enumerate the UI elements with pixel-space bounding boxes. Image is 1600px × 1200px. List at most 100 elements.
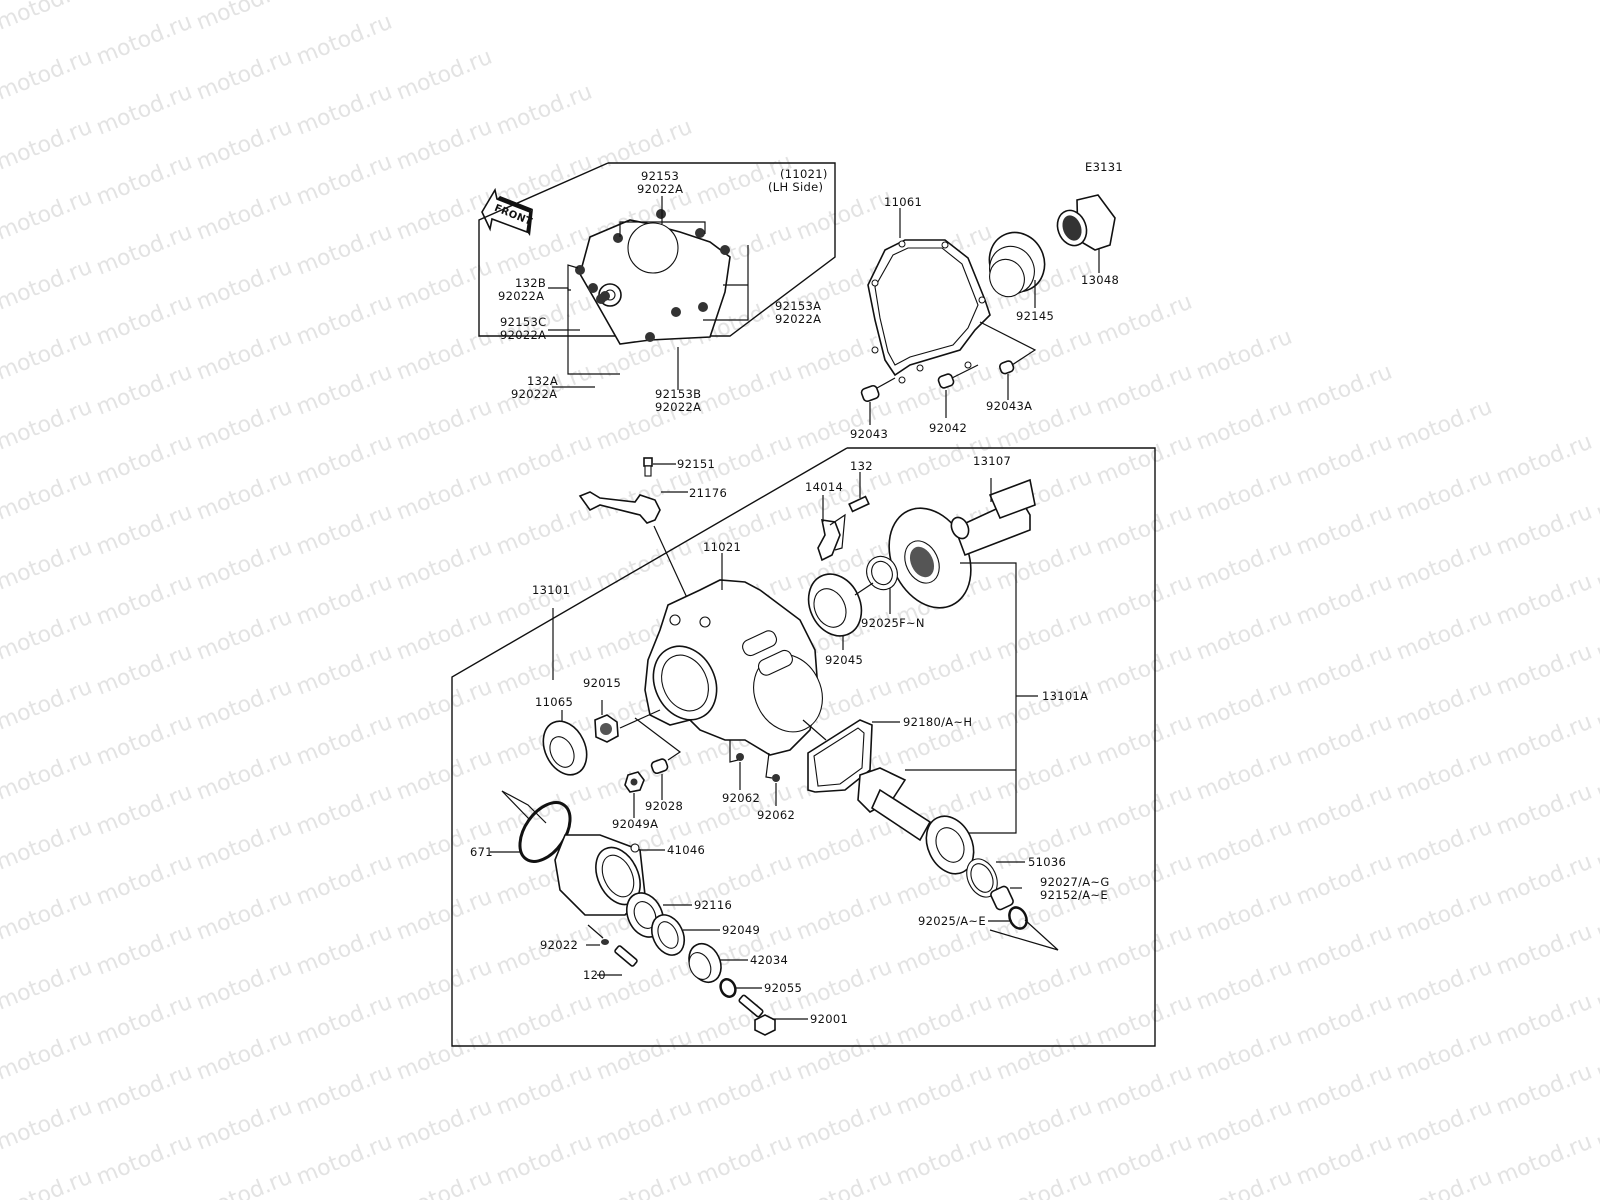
watermark-text: motod.ru — [1093, 990, 1196, 1051]
watermark-text: motod.ru — [1493, 640, 1596, 701]
inset-lh-side: (11021) (LH Side) 92153 92022A 132B 9202… — [478, 162, 836, 414]
watermark-text: motod.ru — [593, 955, 696, 1016]
watermark-text: motod.ru — [1393, 1025, 1496, 1086]
watermark-text: motod.ru — [1393, 465, 1496, 526]
watermark-text: motod.ru — [893, 1060, 996, 1121]
inset-label-92153: 92153 — [641, 169, 679, 183]
watermark-text: motod.ru — [893, 360, 996, 421]
watermark-text: motod.ru — [93, 1130, 196, 1191]
watermark-text: motod.ru — [293, 430, 396, 491]
watermark-text: motod.ru — [1093, 920, 1196, 981]
watermark-text: motod.ru — [93, 780, 196, 841]
watermark-text: motod.ru — [1393, 955, 1496, 1016]
watermark-text: motod.ru — [793, 1165, 896, 1200]
watermark-text: motod.ru — [493, 640, 596, 701]
inset-label-132B: 132B — [515, 276, 546, 290]
label-92045: 92045 — [825, 653, 863, 667]
watermark-text: motod.ru — [493, 430, 596, 491]
watermark-text: motod.ru — [1093, 1130, 1196, 1191]
watermark-text: motod.ru — [193, 675, 296, 736]
watermark-text: motod.ru — [293, 10, 396, 71]
watermark-text: motod.ru — [493, 990, 596, 1051]
watermark-text: motod.ru — [1493, 850, 1596, 911]
watermark-text: motod.ru — [1493, 1060, 1596, 1121]
watermark-text: motod.ru — [1393, 395, 1496, 456]
watermark-text: motod.ru — [93, 1060, 196, 1121]
watermark-text: motod.ru — [93, 10, 196, 71]
watermark-text: motod.ru — [293, 1130, 396, 1191]
watermark-text: motod.ru — [1493, 500, 1596, 561]
inset-label-92153B-sub: 92022A — [655, 400, 701, 414]
watermark-text: motod.ru — [0, 815, 96, 876]
watermark-text: motod.ru — [493, 570, 596, 631]
inset-label-132A: 132A — [527, 374, 558, 388]
label-13101: 13101 — [532, 583, 570, 597]
watermark-text: motod.ru — [1493, 990, 1596, 1051]
watermark-text: motod.ru — [393, 45, 496, 106]
label-92042: 92042 — [929, 421, 967, 435]
watermark-text: motod.ru — [0, 745, 96, 806]
watermark-text: motod.ru — [193, 465, 296, 526]
label-11021: 11021 — [703, 540, 741, 554]
inset-label-132B-sub: 92022A — [498, 289, 544, 303]
watermark-text: motod.ru — [93, 430, 196, 491]
watermark-text: motod.ru — [1393, 815, 1496, 876]
watermark-text: motod.ru — [293, 920, 396, 981]
watermark-text: motod.ru — [293, 290, 396, 351]
watermark-text: motod.ru — [1093, 710, 1196, 771]
watermark-text: motod.ru — [1093, 1060, 1196, 1121]
watermark-text: motod.ru — [1393, 675, 1496, 736]
label-132: 132 — [850, 459, 873, 473]
watermark-text: motod.ru — [193, 815, 296, 876]
watermark-text: motod.ru — [1093, 570, 1196, 631]
watermark-text: motod.ru — [1293, 570, 1396, 631]
label-92043: 92043 — [850, 427, 888, 441]
label-671: 671 — [470, 845, 493, 859]
watermark-text: motod.ru — [1593, 1095, 1600, 1156]
watermark-text: motod.ru — [1593, 885, 1600, 946]
watermark-text: motod.ru — [1393, 605, 1496, 666]
watermark-text: motod.ru — [393, 465, 496, 526]
watermark-text: motod.ru — [1193, 885, 1296, 946]
watermark-text: motod.ru — [993, 1165, 1096, 1200]
watermark-text: motod.ru — [1293, 640, 1396, 701]
label-13107: 13107 — [973, 454, 1011, 468]
watermark-text: motod.ru — [193, 255, 296, 316]
watermark-text: motod.ru — [993, 605, 1096, 666]
watermark-text: motod.ru — [1493, 1130, 1596, 1191]
watermark-text: motod.ru — [93, 80, 196, 141]
watermark-text: motod.ru — [793, 1095, 896, 1156]
label-14014: 14014 — [805, 480, 843, 494]
watermark-text: motod.ru — [293, 990, 396, 1051]
main-assembly: 13101 92151 21176 14014 132 13107 — [451, 447, 1156, 1047]
watermark-text: motod.ru — [193, 0, 296, 36]
watermark-text: motod.ru — [93, 570, 196, 631]
inset-label-92153A-sub: 92022A — [775, 312, 821, 326]
watermark-text: motod.ru — [393, 325, 496, 386]
watermark-text: motod.ru — [293, 710, 396, 771]
watermark-text: motod.ru — [293, 780, 396, 841]
watermark-text: motod.ru — [893, 1130, 996, 1191]
watermark-text: motod.ru — [1593, 675, 1600, 736]
watermark-text: motod.ru — [1193, 1095, 1296, 1156]
watermark-text: motod.ru — [393, 255, 496, 316]
watermark-text: motod.ru — [193, 395, 296, 456]
inset-label-132A-sub: 92022A — [511, 387, 557, 401]
watermark-text: motod.ru — [393, 885, 496, 946]
watermark-text: motod.ru — [1293, 990, 1396, 1051]
gasket-group: 11061 92145 13048 92043 92042 92043A — [850, 194, 1119, 441]
watermark-text: motod.ru — [493, 1060, 596, 1121]
label-92022: 92022 — [540, 938, 578, 952]
watermark-text: motod.ru — [1193, 745, 1296, 806]
inset-label-92153C-sub: 92022A — [500, 328, 546, 342]
watermark-text: motod.ru — [93, 710, 196, 771]
watermark-text: motod.ru — [1593, 535, 1600, 596]
label-92152-A-E: 92152/A~E — [1040, 888, 1108, 902]
watermark-text: motod.ru — [0, 395, 96, 456]
label-13048: 13048 — [1081, 273, 1119, 287]
watermark-text: motod.ru — [293, 850, 396, 911]
label-92027-A-G: 92027/A~G — [1040, 875, 1110, 889]
label-92001: 92001 — [810, 1012, 848, 1026]
watermark-text: motod.ru — [0, 605, 96, 666]
